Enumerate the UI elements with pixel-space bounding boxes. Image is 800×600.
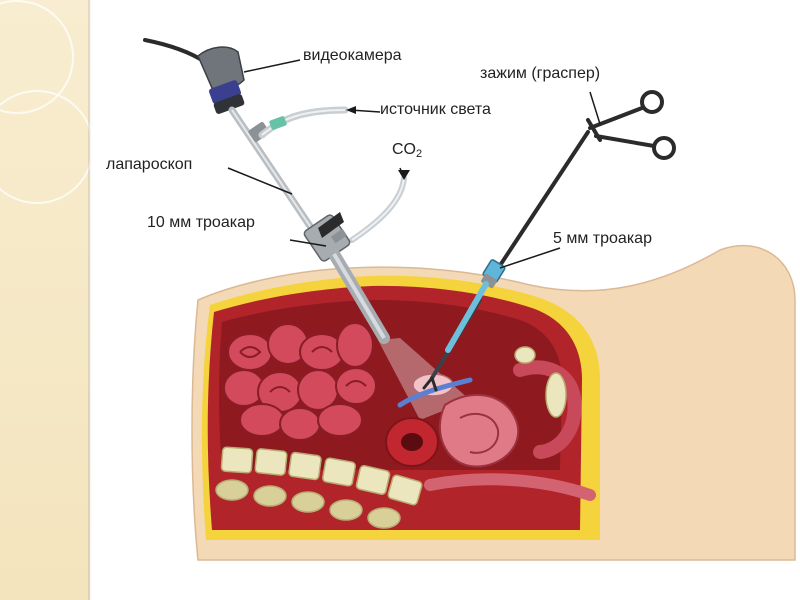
label-laparoscope: лапароскоп xyxy=(106,156,193,173)
uterus-inner xyxy=(459,413,500,454)
trocar-5mm-cannula xyxy=(445,281,489,353)
grasper-tip xyxy=(422,376,438,392)
label-camera: видеокамера xyxy=(303,47,402,64)
lower-bowel xyxy=(424,473,596,501)
decorative-side-panel xyxy=(0,0,94,600)
camera-head xyxy=(197,46,245,114)
bladder-lumen xyxy=(401,433,423,451)
label-light-source: источник света xyxy=(380,101,491,118)
label-trocar-5mm: 5 мм троакар xyxy=(553,230,652,247)
camera-cable xyxy=(143,38,207,64)
spine xyxy=(220,446,423,506)
label-co2: CO2 xyxy=(392,142,422,160)
pubic-bone xyxy=(514,346,536,364)
trocar-10mm-body xyxy=(303,212,351,262)
label-trocar-10mm: 10 мм троакар xyxy=(147,214,255,231)
label-grasper: зажим (граспер) xyxy=(480,65,601,82)
trocar-5mm-body xyxy=(481,259,506,289)
intestine-folds xyxy=(239,346,367,393)
arrow-light-source xyxy=(346,106,356,114)
leader-lines xyxy=(227,59,601,269)
rectum xyxy=(513,360,582,459)
pubic-bone xyxy=(545,372,567,418)
label-co2-sub: 2 xyxy=(416,148,423,160)
panel-shadow xyxy=(88,0,92,600)
uterus xyxy=(438,393,519,468)
grasper-handle xyxy=(586,90,676,160)
grasper-shaft xyxy=(495,130,590,272)
sacrum xyxy=(215,479,401,529)
small-intestine xyxy=(223,322,377,441)
arrow-co2 xyxy=(398,170,410,180)
laparoscope-eyepiece xyxy=(248,121,270,143)
co2-tube xyxy=(349,175,407,243)
decorative-circle xyxy=(0,90,94,204)
label-co2-main: CO xyxy=(392,141,416,158)
